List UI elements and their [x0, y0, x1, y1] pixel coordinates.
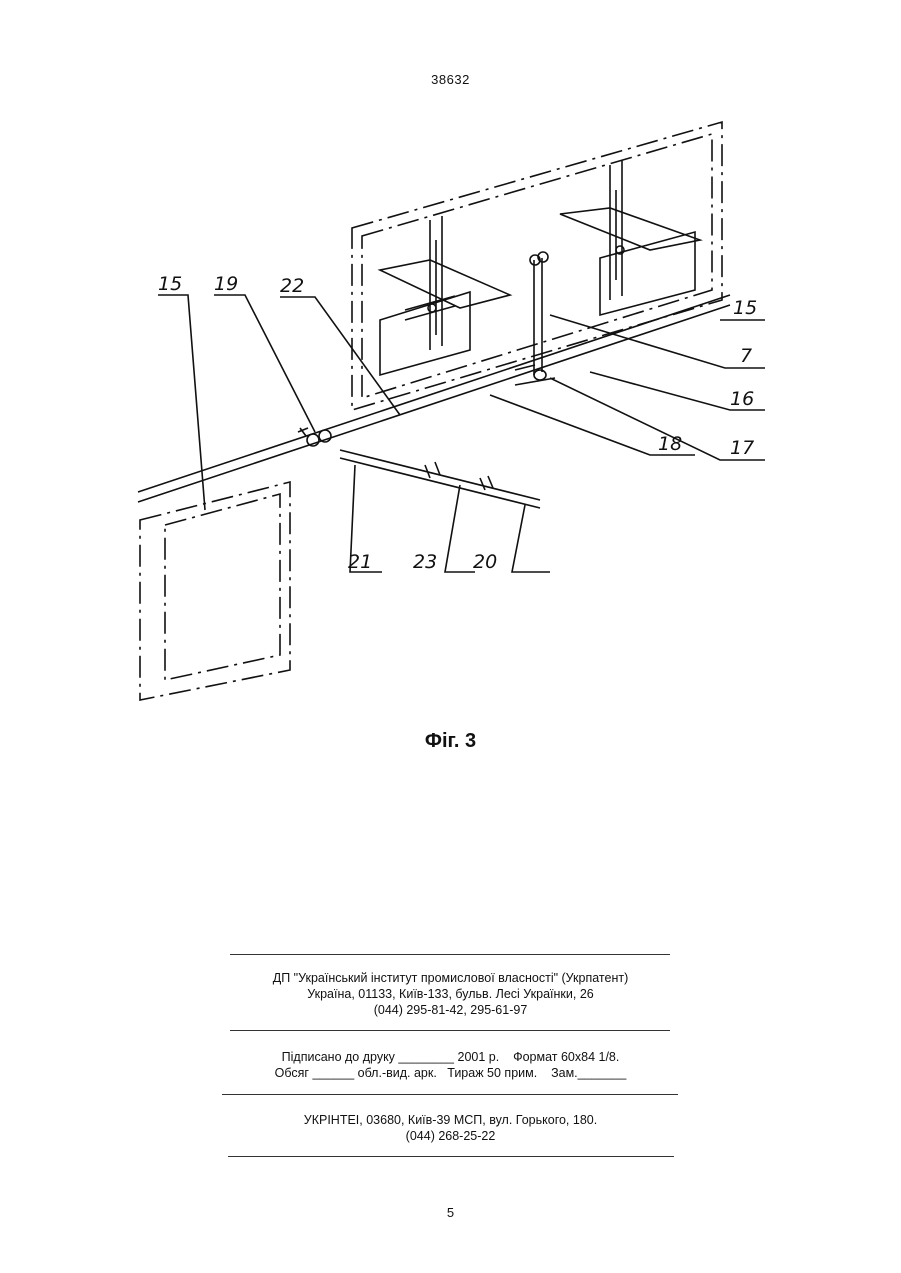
callout-19: 19: [214, 273, 238, 295]
branch-pipeline: [340, 450, 540, 508]
callout-17: 17: [730, 437, 754, 459]
leader-23: [445, 485, 475, 572]
lower-enclosure-outer: [140, 482, 290, 700]
leader-19: [214, 295, 315, 432]
print-details-block: Підписано до друку ________ 2001 р. Форм…: [0, 1049, 901, 1081]
lower-enclosure-inner: [165, 494, 280, 680]
callout-18: 18: [658, 433, 682, 455]
main-pipeline: [138, 295, 730, 502]
callout-15-left: 15: [158, 273, 182, 295]
callout-20: 20: [473, 551, 497, 573]
left-unit-top: [380, 260, 510, 308]
publisher-line-2: Україна, 01133, Київ-133, бульв. Лесі Ук…: [0, 986, 901, 1002]
printer-line-1: УКРІНТЕІ, 03680, Київ-39 МСП, вул. Горьк…: [0, 1112, 901, 1128]
publisher-line-3: (044) 295-81-42, 295-61-97: [0, 1002, 901, 1018]
printer-block: УКРІНТЕІ, 03680, Київ-39 МСП, вул. Горьк…: [0, 1112, 901, 1144]
print-line-1: Підписано до друку ________ 2001 р. Форм…: [0, 1049, 901, 1065]
document-number: 38632: [0, 72, 901, 87]
divider-1: [230, 954, 670, 955]
page-number: 5: [0, 1205, 901, 1220]
callout-23: 23: [413, 551, 437, 573]
publisher-block: ДП "Український інститут промислової вла…: [0, 970, 901, 1018]
print-line-2: Обсяг ______ обл.-вид. арк. Тираж 50 при…: [0, 1065, 901, 1081]
callout-22: 22: [280, 275, 304, 297]
leader-20: [512, 505, 550, 572]
divider-4: [228, 1156, 674, 1157]
divider-2: [230, 1030, 670, 1031]
callout-16: 16: [730, 388, 754, 410]
patent-drawing-figure: 15 19 22 15 7 16 17 18 21 23 20: [130, 110, 790, 710]
callout-21: 21: [348, 551, 372, 573]
callout-7: 7: [740, 345, 752, 367]
publisher-line-1: ДП "Український інститут промислової вла…: [0, 970, 901, 986]
divider-3: [222, 1094, 678, 1095]
callout-15-right: 15: [733, 297, 757, 319]
right-unit-top: [560, 208, 700, 250]
figure-caption: Фіг. 3: [0, 730, 901, 753]
printer-line-2: (044) 268-25-22: [0, 1128, 901, 1144]
